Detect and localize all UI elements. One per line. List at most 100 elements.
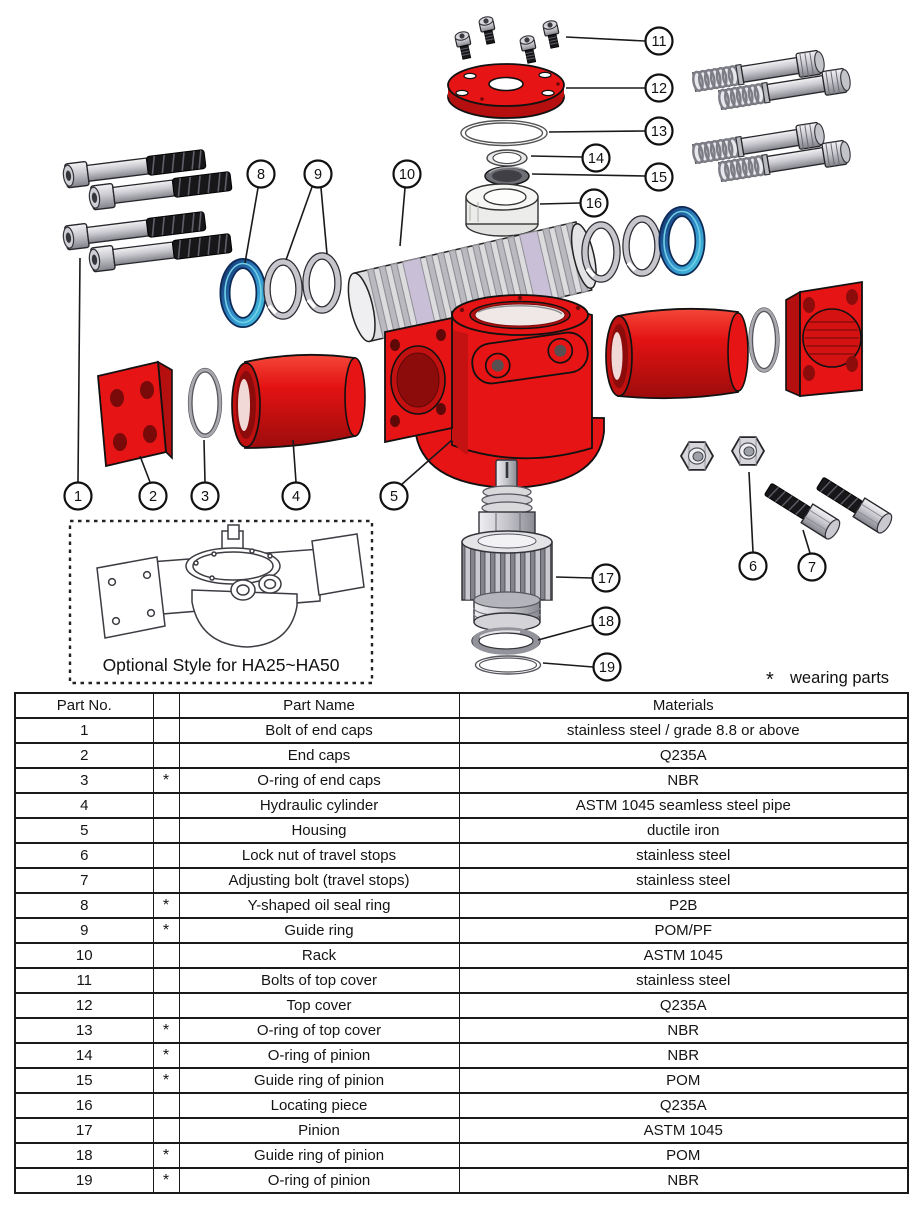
cell-part-name: Locating piece: [178, 1092, 460, 1119]
cell-material: P2B: [458, 892, 909, 919]
cell-material: Q235A: [458, 742, 909, 769]
cell-part-name: Bolts of top cover: [178, 967, 460, 994]
lock-nuts: [680, 436, 765, 471]
cell-part-no: 18: [14, 1142, 154, 1169]
cell-part-no: 17: [14, 1117, 154, 1144]
cell-part-name: Bolt of end caps: [178, 717, 460, 744]
cell-wear: [152, 1092, 180, 1119]
cell-part-name: Lock nut of travel stops: [178, 842, 460, 869]
cell-wear: *: [152, 1142, 180, 1169]
cell-part-name: O-ring of pinion: [178, 1042, 460, 1069]
cell-material: Q235A: [458, 992, 909, 1019]
svg-text:13: 13: [651, 124, 667, 140]
column-header-3: Materials: [458, 692, 909, 719]
cell-wear: [152, 1117, 180, 1144]
cell-part-name: O-ring of top cover: [178, 1017, 460, 1044]
callout-12: 12: [566, 73, 674, 103]
callout-13: 13: [548, 116, 674, 146]
svg-text:19: 19: [599, 660, 615, 676]
adjusting-bolts: [761, 472, 896, 542]
top-cover-bolts: [453, 15, 563, 65]
cell-wear: [152, 942, 180, 969]
top-cover-o-ring: [460, 119, 548, 147]
cell-material: NBR: [458, 1167, 909, 1194]
cell-part-no: 9: [14, 917, 154, 944]
callout-6: 6: [738, 471, 768, 581]
cell-material: NBR: [458, 1042, 909, 1069]
callout-11: 11: [565, 26, 674, 56]
cell-part-no: 11: [14, 967, 154, 994]
cell-wear: [152, 717, 180, 744]
cell-part-name: Guide ring of pinion: [178, 1142, 460, 1169]
cell-wear: *: [152, 1167, 180, 1194]
cell-material: stainless steel: [458, 842, 909, 869]
cell-part-name: Adjusting bolt (travel stops): [178, 867, 460, 894]
cell-material: ductile iron: [458, 817, 909, 844]
cell-wear: [152, 867, 180, 894]
cell-wear: *: [152, 767, 180, 794]
cell-material: stainless steel: [458, 967, 909, 994]
wearing-parts-legend: * wearing parts: [766, 669, 889, 690]
cell-part-name: Rack: [178, 942, 460, 969]
cell-wear: *: [152, 1067, 180, 1094]
cell-part-no: 13: [14, 1017, 154, 1044]
svg-text:15: 15: [651, 170, 667, 186]
y-seal-ring-right: [664, 212, 700, 271]
cell-part-name: Hydraulic cylinder: [178, 792, 460, 819]
callout-1: 1: [63, 257, 93, 511]
cell-material: ASTM 1045: [458, 942, 909, 969]
cell-part-no: 6: [14, 842, 154, 869]
cell-wear: [152, 817, 180, 844]
cell-part-no: 15: [14, 1067, 154, 1094]
svg-text:10: 10: [399, 167, 415, 183]
cell-part-no: 5: [14, 817, 154, 844]
callout-18: 18: [537, 606, 621, 641]
end-cap-right: [785, 280, 863, 398]
cell-wear: [152, 742, 180, 769]
cell-part-name: Y-shaped oil seal ring: [178, 892, 460, 919]
svg-text:18: 18: [598, 614, 614, 630]
wearing-parts-symbol: *: [766, 669, 774, 690]
cell-part-name: Guide ring: [178, 917, 460, 944]
callout-8: 8: [244, 159, 276, 264]
cell-part-name: Guide ring of pinion: [178, 1067, 460, 1094]
callout-4: 4: [281, 439, 311, 511]
cell-wear: *: [152, 917, 180, 944]
cell-wear: *: [152, 892, 180, 919]
cell-material: stainless steel: [458, 867, 909, 894]
cell-part-name: End caps: [178, 742, 460, 769]
cell-wear: [152, 792, 180, 819]
callout-7: 7: [797, 529, 827, 582]
cell-part-no: 1: [14, 717, 154, 744]
svg-text:17: 17: [598, 571, 614, 587]
spring-bolts-right: [690, 48, 853, 186]
end-cap-o-ring-left: [187, 367, 223, 439]
cell-material: POM/PF: [458, 917, 909, 944]
cell-part-no: 2: [14, 742, 154, 769]
cell-material: ASTM 1045: [458, 1117, 909, 1144]
cell-part-no: 14: [14, 1042, 154, 1069]
callout-5: 5: [379, 439, 453, 511]
cell-wear: *: [152, 1042, 180, 1069]
cell-part-name: Pinion: [178, 1117, 460, 1144]
cell-material: NBR: [458, 1017, 909, 1044]
pinion-o-ring-top: [486, 149, 528, 167]
wearing-parts-label: wearing parts: [789, 669, 889, 687]
cell-material: ASTM 1045 seamless steel pipe: [458, 792, 909, 819]
